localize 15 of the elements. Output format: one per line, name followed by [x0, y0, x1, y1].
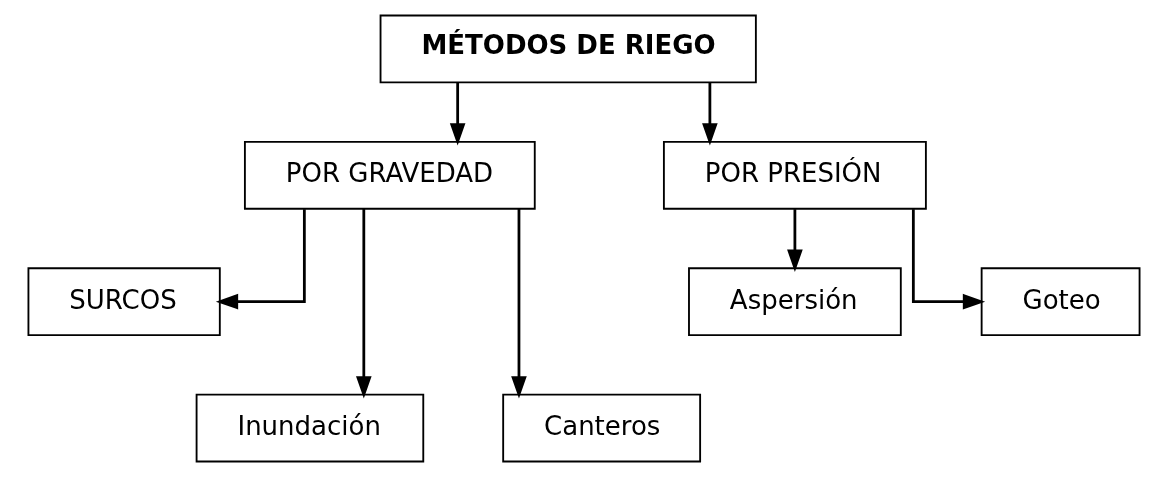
node-box: POR PRESIÓN [662, 140, 927, 210]
node-box: Aspersión [687, 267, 902, 337]
node-box: SURCOS [27, 267, 221, 337]
arrow [701, 82, 718, 146]
arrow [510, 208, 527, 399]
node-box: Inundación [195, 393, 424, 463]
arrow [449, 82, 465, 146]
node-box: Goteo [980, 267, 1140, 337]
node-box: POR GRAVEDAD [243, 140, 536, 210]
arrow [786, 209, 803, 272]
arrow [215, 209, 306, 310]
arrow [911, 209, 985, 310]
node-box: MÉTODOS DE RIEGO [379, 14, 757, 84]
arrow [355, 208, 372, 399]
node-box: Canteros [501, 393, 701, 463]
